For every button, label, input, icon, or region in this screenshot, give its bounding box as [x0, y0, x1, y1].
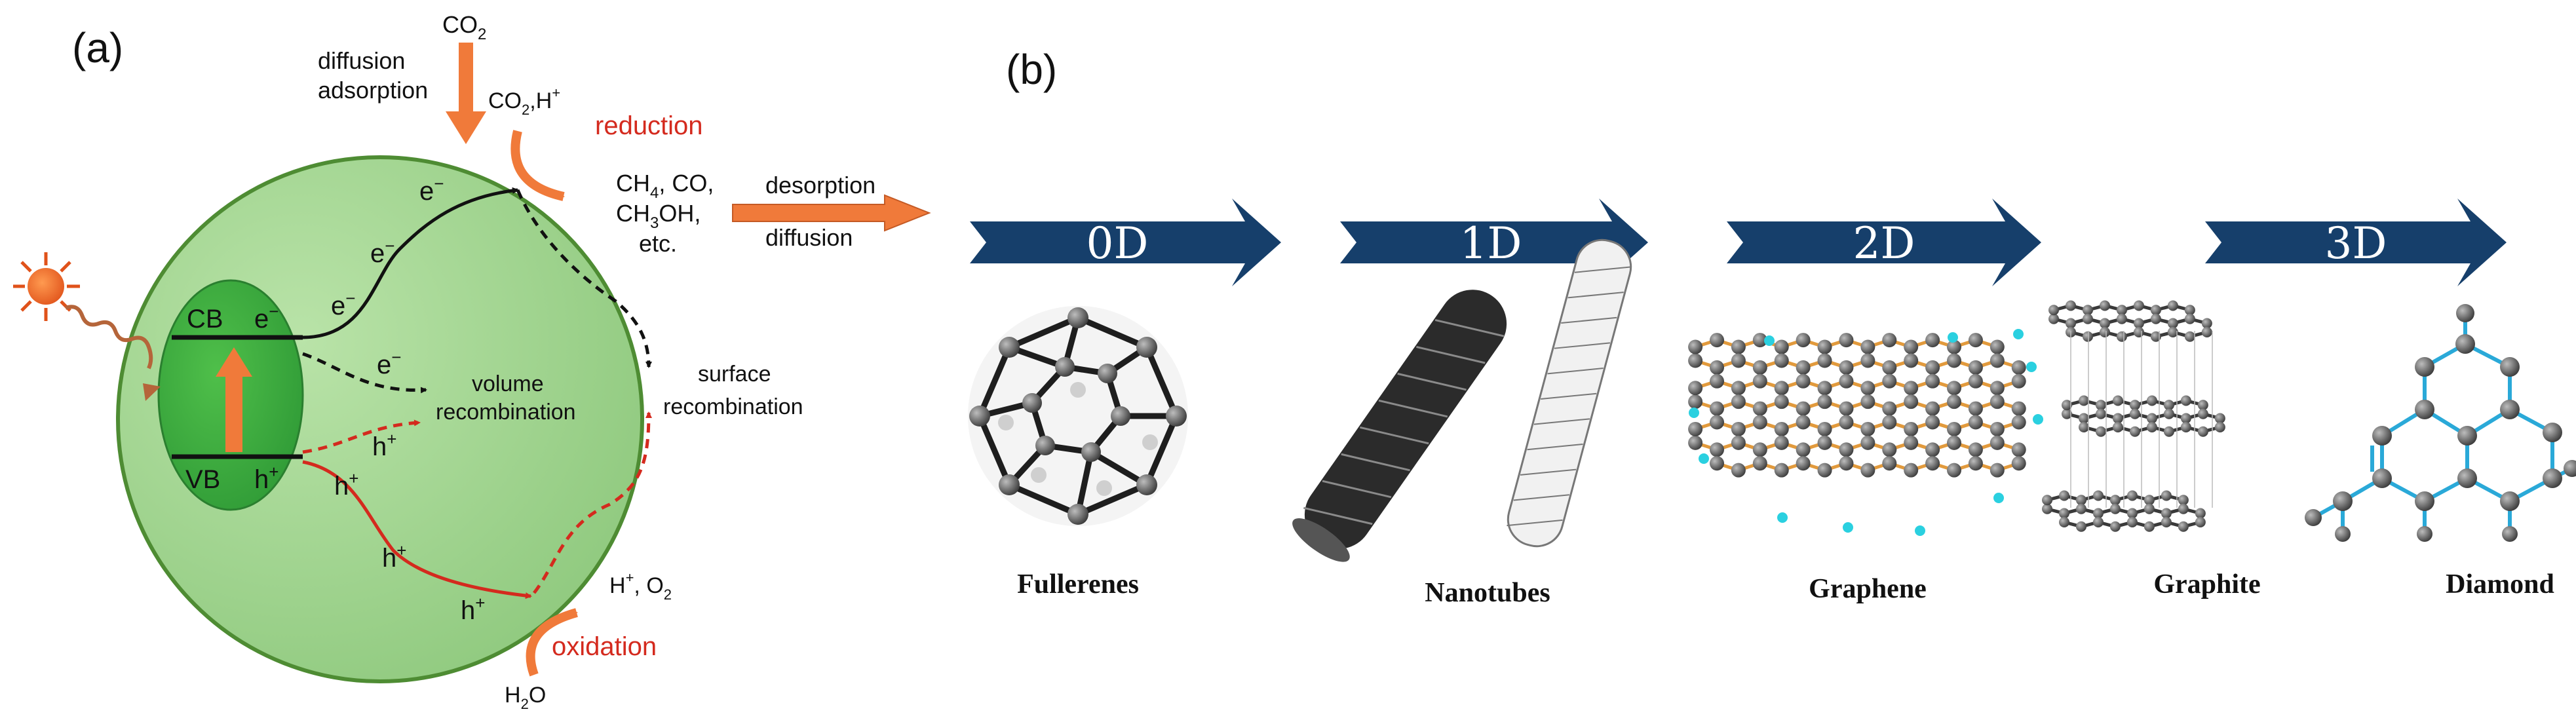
- co2-h-label: CO2,H+: [488, 85, 560, 118]
- products-line3: etc.: [639, 230, 677, 257]
- desorption-label: desorption: [765, 172, 875, 199]
- graphite-illustration: [2042, 300, 2225, 532]
- graphene-illustration: [1688, 329, 2043, 536]
- panel-b-label: (b): [1006, 46, 1057, 93]
- oxidation-curve-arrow: [526, 608, 578, 677]
- diamond-label: Diamond: [2446, 569, 2554, 599]
- surface-recombination-hole-path: [533, 411, 652, 594]
- diamond-illustration: [2305, 304, 2576, 542]
- hole-label-4: h+: [461, 593, 485, 625]
- hole-label-2: h+: [334, 468, 358, 501]
- reduction-curve-arrow: [510, 130, 565, 201]
- volume-recombination-hole-path: [302, 419, 421, 454]
- vb-label: VB: [185, 465, 220, 494]
- co2-diffusion-arrow: [446, 43, 486, 144]
- surface-recombination-electron-path: [516, 189, 652, 368]
- fullerene-illustration: [968, 306, 1188, 526]
- h2o-label: H2O: [505, 683, 546, 712]
- electron-label-4: e−: [377, 347, 401, 379]
- graphite-label: Graphite: [2153, 569, 2260, 599]
- electron-label-1: e−: [419, 174, 444, 206]
- sun-icon: [13, 252, 80, 321]
- dimension-arrow-0d: 0D: [970, 199, 1281, 286]
- products-line1: CH4, CO,: [616, 170, 714, 202]
- volume-recombination-label: recombination: [436, 400, 576, 425]
- dimension-label-3d: 3D: [2325, 218, 2387, 269]
- light-wave: [64, 305, 153, 370]
- fullerenes-label: Fullerenes: [1017, 569, 1139, 599]
- dimension-label-2d: 2D: [1853, 218, 1915, 269]
- hplus-o2-label: H+, O2: [609, 569, 672, 603]
- hole-label-3: h+: [382, 541, 406, 573]
- adsorption-label: adsorption: [318, 77, 428, 104]
- reduction-label: reduction: [595, 111, 703, 140]
- electron-label-3: e−: [331, 288, 355, 320]
- light-wave-arrowhead: [143, 383, 161, 401]
- dimension-label-0d: 0D: [1086, 218, 1149, 269]
- surface-label: surface: [698, 362, 771, 387]
- dimension-label-1d: 1D: [1460, 218, 1522, 269]
- nanotube-illustration: [1292, 238, 1632, 562]
- oxidation-label: oxidation: [552, 632, 657, 661]
- co2-top-label: CO2: [442, 11, 486, 43]
- dimension-arrow-3d: 3D: [2205, 199, 2507, 286]
- hole-label-1: h+: [372, 429, 396, 461]
- desorption-arrow: [732, 194, 931, 232]
- panel-a-label: (a): [72, 24, 123, 71]
- nanotubes-label: Nanotubes: [1425, 578, 1550, 608]
- excitation-arrow: [216, 347, 252, 452]
- electron-transfer-path: [302, 187, 519, 339]
- graphene-label: Graphene: [1809, 574, 1927, 604]
- surface-recombination-label: recombination: [663, 394, 803, 419]
- volume-label: volume: [472, 371, 544, 396]
- products-line2: CH3OH,: [616, 200, 701, 232]
- electron-label-2: e−: [370, 236, 394, 268]
- dimension-arrow-2d: 2D: [1727, 199, 2041, 286]
- diffusion2-label: diffusion: [765, 224, 853, 251]
- hole-transfer-path: [302, 460, 532, 599]
- dimension-arrow-1d: 1D: [1340, 199, 1648, 286]
- core-electron-label: e−: [254, 301, 279, 333]
- core-hole-label: h+: [254, 462, 279, 494]
- diffusion-label: diffusion: [318, 47, 405, 74]
- cb-label: CB: [187, 305, 223, 333]
